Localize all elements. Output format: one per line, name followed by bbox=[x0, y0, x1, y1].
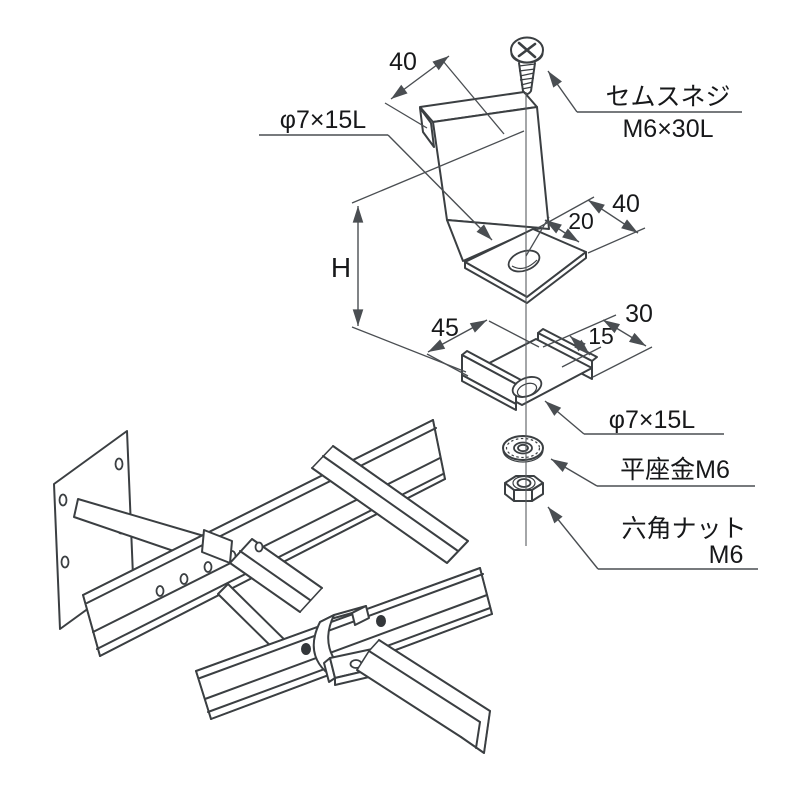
dim-saddle-slot-offset-label: 15 bbox=[588, 323, 614, 349]
flat-washer-icon bbox=[502, 435, 544, 463]
slot-top-label: φ7×15L bbox=[280, 106, 367, 134]
exploded-view: 40 H 20 40 45 bbox=[259, 36, 758, 570]
dim-hook-width-label: 40 bbox=[389, 48, 417, 76]
nut-name-label: 六角ナット bbox=[621, 515, 746, 543]
side-rail-near bbox=[195, 567, 493, 720]
installed-view bbox=[53, 419, 493, 754]
nut-size-label: M6 bbox=[709, 541, 744, 569]
label-slot-top: φ7×15L bbox=[259, 106, 493, 241]
screw-name-label: セムスネジ bbox=[605, 83, 730, 111]
dimension-plate-width: 40 bbox=[535, 190, 646, 254]
washer-name-label: 平座金M6 bbox=[620, 456, 730, 484]
label-hex-nut: 六角ナット M6 bbox=[547, 506, 758, 570]
slot-bottom-label: φ7×15L bbox=[609, 406, 696, 434]
label-washer: 平座金M6 bbox=[550, 456, 755, 487]
dim-saddle-width-label: 30 bbox=[625, 300, 653, 328]
label-sems-screw: セムスネジ M6×30L bbox=[547, 70, 742, 143]
dimension-hook-width: 40 bbox=[384, 48, 505, 135]
rung-background bbox=[311, 445, 469, 564]
z-bracket bbox=[419, 91, 587, 304]
hex-nut-icon bbox=[504, 475, 544, 502]
screw-size-label: M6×30L bbox=[622, 115, 713, 143]
dim-height-label: H bbox=[331, 252, 351, 283]
plate-slot-hole bbox=[507, 249, 541, 273]
sems-screw-icon bbox=[510, 36, 544, 95]
dimension-saddle-width: 30 bbox=[602, 300, 653, 347]
dim-saddle-length-label: 45 bbox=[431, 314, 459, 342]
dimension-saddle-length: 45 bbox=[426, 314, 540, 377]
dim-plate-hole-offset-label: 20 bbox=[568, 208, 594, 234]
saddle-clamp bbox=[461, 328, 598, 411]
dim-plate-width-label: 40 bbox=[612, 190, 640, 218]
clamped-rung-left bbox=[229, 538, 323, 613]
label-slot-bottom: φ7×15L bbox=[544, 400, 724, 435]
clamped-rung-right bbox=[356, 639, 491, 754]
